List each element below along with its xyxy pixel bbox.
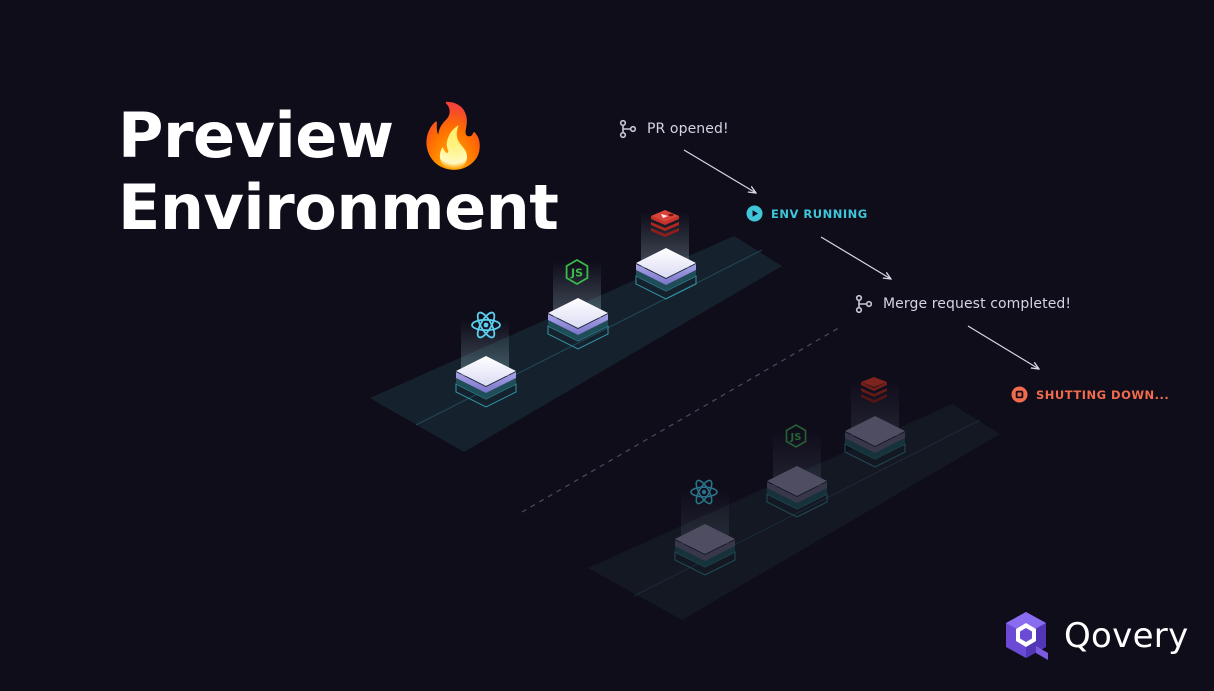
status-shutting-down: SHUTTING DOWN... bbox=[1011, 386, 1169, 403]
react-service-block bbox=[455, 311, 517, 408]
redis-icon bbox=[651, 210, 679, 237]
page-title: Preview 🔥 Environment bbox=[118, 99, 559, 244]
arrow-pr-to-running bbox=[683, 149, 756, 193]
redis-icon bbox=[861, 377, 887, 403]
shutdown-environment: JS bbox=[588, 377, 1000, 620]
nodejs-icon: JS bbox=[565, 258, 589, 286]
event-label: PR opened! bbox=[647, 121, 729, 137]
event-label: Merge request completed! bbox=[883, 296, 1072, 312]
arrow-running-to-merge bbox=[820, 236, 891, 279]
event-pr-opened: PR opened! bbox=[618, 119, 729, 139]
play-icon bbox=[746, 205, 763, 222]
nodejs-service-block-off: JS bbox=[766, 424, 828, 518]
git-branch-icon bbox=[619, 119, 637, 139]
redis-service-block bbox=[635, 210, 697, 300]
svg-text:JS: JS bbox=[790, 432, 802, 443]
transition-dashed-line bbox=[521, 325, 843, 513]
active-environment: JS bbox=[370, 210, 782, 452]
arrow-merge-to-shutdown bbox=[967, 325, 1039, 369]
qovery-brand: Qovery bbox=[1002, 610, 1189, 662]
react-icon bbox=[690, 479, 718, 505]
stop-icon bbox=[1011, 386, 1028, 403]
fire-emoji: 🔥 bbox=[414, 99, 492, 172]
git-branch-icon bbox=[855, 294, 873, 314]
redis-service-block-off bbox=[844, 377, 906, 468]
active-track-line bbox=[415, 249, 763, 426]
qovery-logo-icon bbox=[1006, 612, 1048, 660]
event-merge-completed: Merge request completed! bbox=[854, 294, 1071, 314]
status-label: ENV RUNNING bbox=[771, 206, 868, 221]
svg-text:JS: JS bbox=[570, 267, 583, 280]
status-label: SHUTTING DOWN... bbox=[1036, 387, 1170, 402]
nodejs-service-block: JS bbox=[547, 258, 609, 350]
shutdown-track-line bbox=[633, 419, 981, 597]
title-line-1: Preview 🔥 bbox=[118, 99, 492, 172]
status-env-running: ENV RUNNING bbox=[746, 205, 868, 222]
react-service-block-off bbox=[674, 479, 736, 576]
title-line-2: Environment bbox=[118, 171, 559, 244]
nodejs-icon: JS bbox=[785, 424, 807, 448]
shutdown-platform bbox=[588, 404, 1000, 620]
brand-name: Qovery bbox=[1064, 616, 1189, 656]
react-icon bbox=[471, 311, 501, 339]
